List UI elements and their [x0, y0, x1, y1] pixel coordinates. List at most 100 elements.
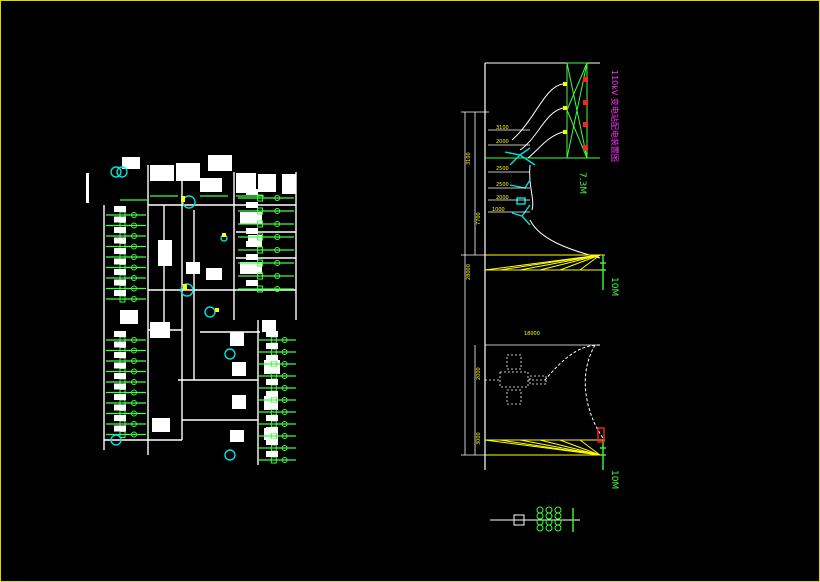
- ct-symbol: [274, 286, 281, 292]
- ct-symbol: [131, 233, 137, 239]
- bay-label-box: [114, 341, 126, 348]
- elevation-labels: 110kV 变电站配电装置图 7.3M 10M 10M 3100 2000 25…: [466, 70, 620, 489]
- dim-label: 2000: [496, 139, 509, 145]
- ct-symbol: [131, 275, 137, 281]
- dim-label: 2500: [496, 182, 509, 188]
- height-label-lower: 10M: [609, 470, 619, 489]
- legend-coil: [554, 524, 562, 532]
- ct-symbol: [131, 337, 137, 343]
- ct-symbol: [131, 389, 137, 396]
- ct-symbol: [274, 208, 281, 214]
- ct-symbol: [131, 212, 137, 218]
- ct-symbol: [281, 337, 288, 343]
- elevation-title: 110kV 变电站配电装置图: [610, 70, 620, 162]
- ct-symbol: [281, 349, 288, 355]
- bay-label-box: [266, 427, 278, 433]
- ct-symbol: [131, 222, 137, 229]
- legend-coil: [536, 524, 544, 532]
- bay-label-box: [114, 216, 126, 223]
- portal-gantries: [484, 254, 605, 456]
- bay-label-box: [114, 415, 126, 421]
- bay-label-box: [266, 403, 278, 409]
- ct-symbol: [281, 397, 288, 403]
- ct-symbol: [274, 221, 281, 227]
- dim-label: 2000: [496, 195, 509, 201]
- breaker-symbol: [257, 246, 264, 254]
- dim-label: 7700: [476, 212, 482, 225]
- ct-symbol: [281, 385, 288, 391]
- dim-label: 3100: [466, 152, 472, 165]
- bay-label-box: [114, 290, 126, 296]
- ct-symbol: [131, 285, 137, 292]
- ct-symbol: [131, 264, 137, 271]
- legend-coil: [554, 512, 562, 520]
- bay-label-box: [114, 373, 126, 379]
- conductors: [511, 83, 604, 439]
- ct-symbol: [281, 373, 288, 379]
- single-line-diagram: [86, 155, 297, 465]
- ct-symbol: [281, 361, 288, 367]
- title-block-bar: [86, 173, 89, 203]
- bay-label-box: [266, 343, 278, 349]
- breaker-symbol: [257, 259, 264, 267]
- legend-coil: [554, 506, 562, 514]
- bay-label-box: [246, 202, 258, 208]
- bay-label-box: [246, 254, 258, 260]
- legend-coil: [536, 506, 544, 514]
- bay-label-box: [114, 394, 126, 400]
- bay-label-box: [114, 237, 126, 244]
- bay-label-box: [114, 248, 126, 254]
- bay-label-box: [266, 391, 278, 397]
- breaker-symbol: [257, 285, 264, 293]
- feeder-bays: [106, 189, 296, 464]
- dim-label: 2000: [476, 367, 482, 380]
- dim-label: 3000: [476, 432, 482, 445]
- bay-label-box: [266, 439, 278, 445]
- ct-symbol: [131, 421, 137, 427]
- arrester-red: [597, 427, 605, 443]
- ct-symbol: [274, 247, 281, 253]
- equipment-cyan: [504, 147, 536, 226]
- ct-symbol: [281, 421, 288, 427]
- bay-label-box: [266, 355, 278, 361]
- ct-symbol: [131, 410, 137, 417]
- bay-label-box: [114, 383, 126, 390]
- bay-label-box: [114, 279, 126, 286]
- bay-label-box: [246, 189, 258, 195]
- ct-symbol: [274, 195, 281, 201]
- dim-label: 2500: [496, 166, 509, 172]
- legend-coil: [545, 524, 553, 532]
- bay-label-box: [266, 379, 278, 385]
- bay-label-box: [114, 258, 126, 265]
- breaker-symbol: [257, 207, 264, 215]
- ct-symbol: [274, 260, 281, 266]
- ct-symbol: [274, 234, 281, 240]
- height-label-middle: 10M: [609, 277, 619, 296]
- ct-symbol: [131, 254, 137, 260]
- bay-label-box: [266, 367, 278, 373]
- dim-label: 1000: [492, 207, 505, 213]
- bay-label-box: [114, 269, 126, 275]
- bay-label-box: [246, 267, 258, 273]
- ct-symbol: [281, 433, 288, 439]
- bay-label-box: [114, 404, 126, 411]
- bay-label-box: [246, 241, 258, 247]
- transformer-outline: [485, 354, 547, 405]
- bay-label-box: [246, 215, 258, 221]
- ct-symbol: [131, 431, 137, 438]
- gantry-posts: [600, 255, 606, 470]
- height-label-upper: 7.3M: [577, 172, 587, 194]
- ct-symbol: [131, 243, 137, 250]
- breaker-symbol: [257, 220, 264, 228]
- bay-label-box: [114, 425, 126, 432]
- ct-symbol: [131, 368, 137, 375]
- dim-label: 3100: [496, 125, 509, 131]
- dimension-lines: [461, 111, 600, 456]
- insulator-red: [583, 77, 588, 150]
- bay-label-box: [246, 280, 258, 286]
- ct-symbol: [281, 445, 288, 451]
- legend-coil: [545, 512, 553, 520]
- bay-label-box: [114, 362, 126, 369]
